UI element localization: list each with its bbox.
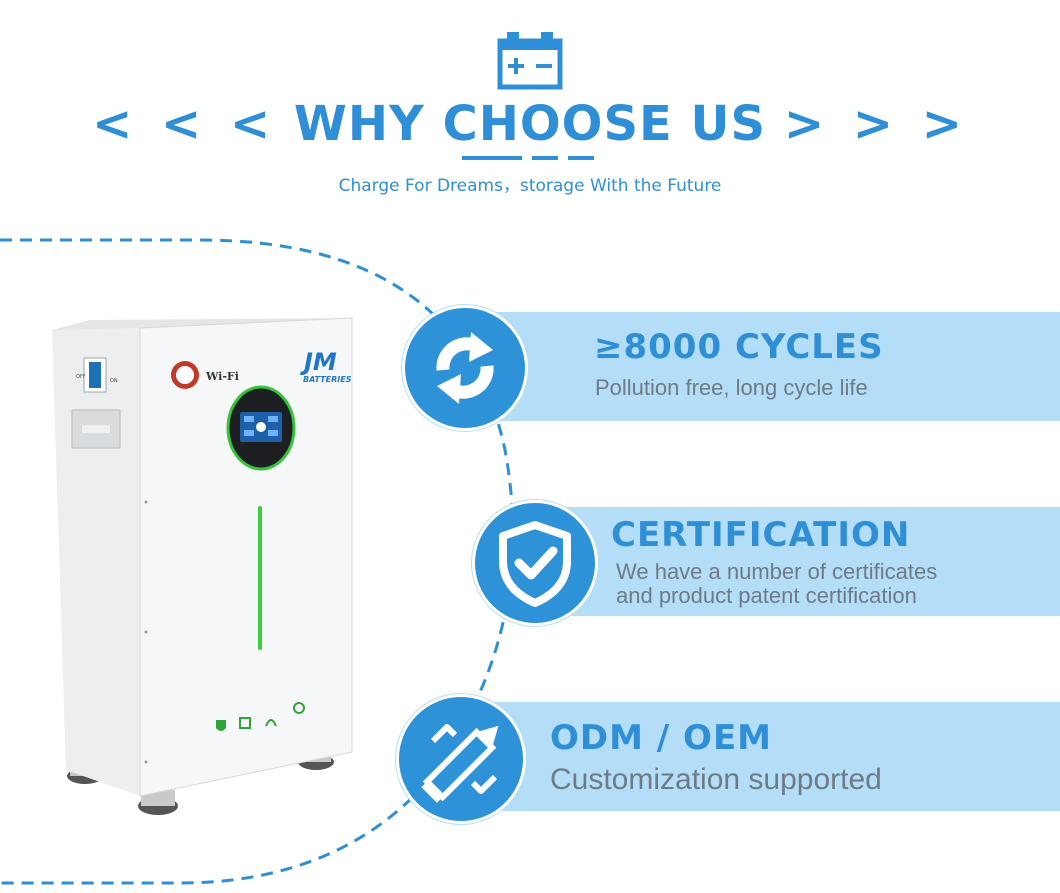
right-chevrons: > > > xyxy=(783,96,968,152)
feature-circle-cycles xyxy=(402,305,528,431)
battery-cabinet-image: OFF ON Wi-Fi JM BATTERIES xyxy=(52,317,353,815)
shield-check-icon xyxy=(499,521,571,607)
feature-circle-odm xyxy=(396,694,526,824)
brand-mark: JM xyxy=(300,348,337,376)
feature-title-odm: ODM / OEM xyxy=(550,718,773,758)
feature-circle-certification xyxy=(472,500,598,626)
title-text: WHY CHOOSE US xyxy=(293,96,767,152)
feature-desc-cycles: Pollution free, long cycle life xyxy=(595,375,868,400)
feature-band-cycles xyxy=(460,312,1060,421)
switch-off-label: OFF xyxy=(76,374,86,380)
feature-band-certification xyxy=(534,507,1060,616)
feature-title-certification: CERTIFICATION xyxy=(611,515,911,555)
feature-title-cycles: ≥8000 CYCLES xyxy=(594,327,884,367)
title-underline-3 xyxy=(568,156,594,160)
feature-desc-certification-line1: We have a number of certificates xyxy=(616,559,938,584)
left-chevrons: < < < xyxy=(92,96,277,152)
feature-desc-odm: Customization supported xyxy=(550,763,882,796)
page-subtitle: Charge For Dreams，storage With the Futur… xyxy=(338,176,722,196)
battery-icon xyxy=(497,32,563,90)
refresh-cycle-icon xyxy=(436,332,494,404)
pencil-ruler-icon xyxy=(421,724,499,803)
switch-on-label: ON xyxy=(110,378,118,384)
brand-name: BATTERIES xyxy=(303,375,352,384)
title-underline-2 xyxy=(532,156,558,160)
feature-band-odm xyxy=(460,702,1060,811)
page-title: < < < WHY CHOOSE US > > > xyxy=(0,96,1060,152)
feature-desc-certification-line2: and product patent certification xyxy=(616,583,917,608)
wifi-label: Wi-Fi xyxy=(205,370,239,383)
title-underline-1 xyxy=(462,156,522,160)
